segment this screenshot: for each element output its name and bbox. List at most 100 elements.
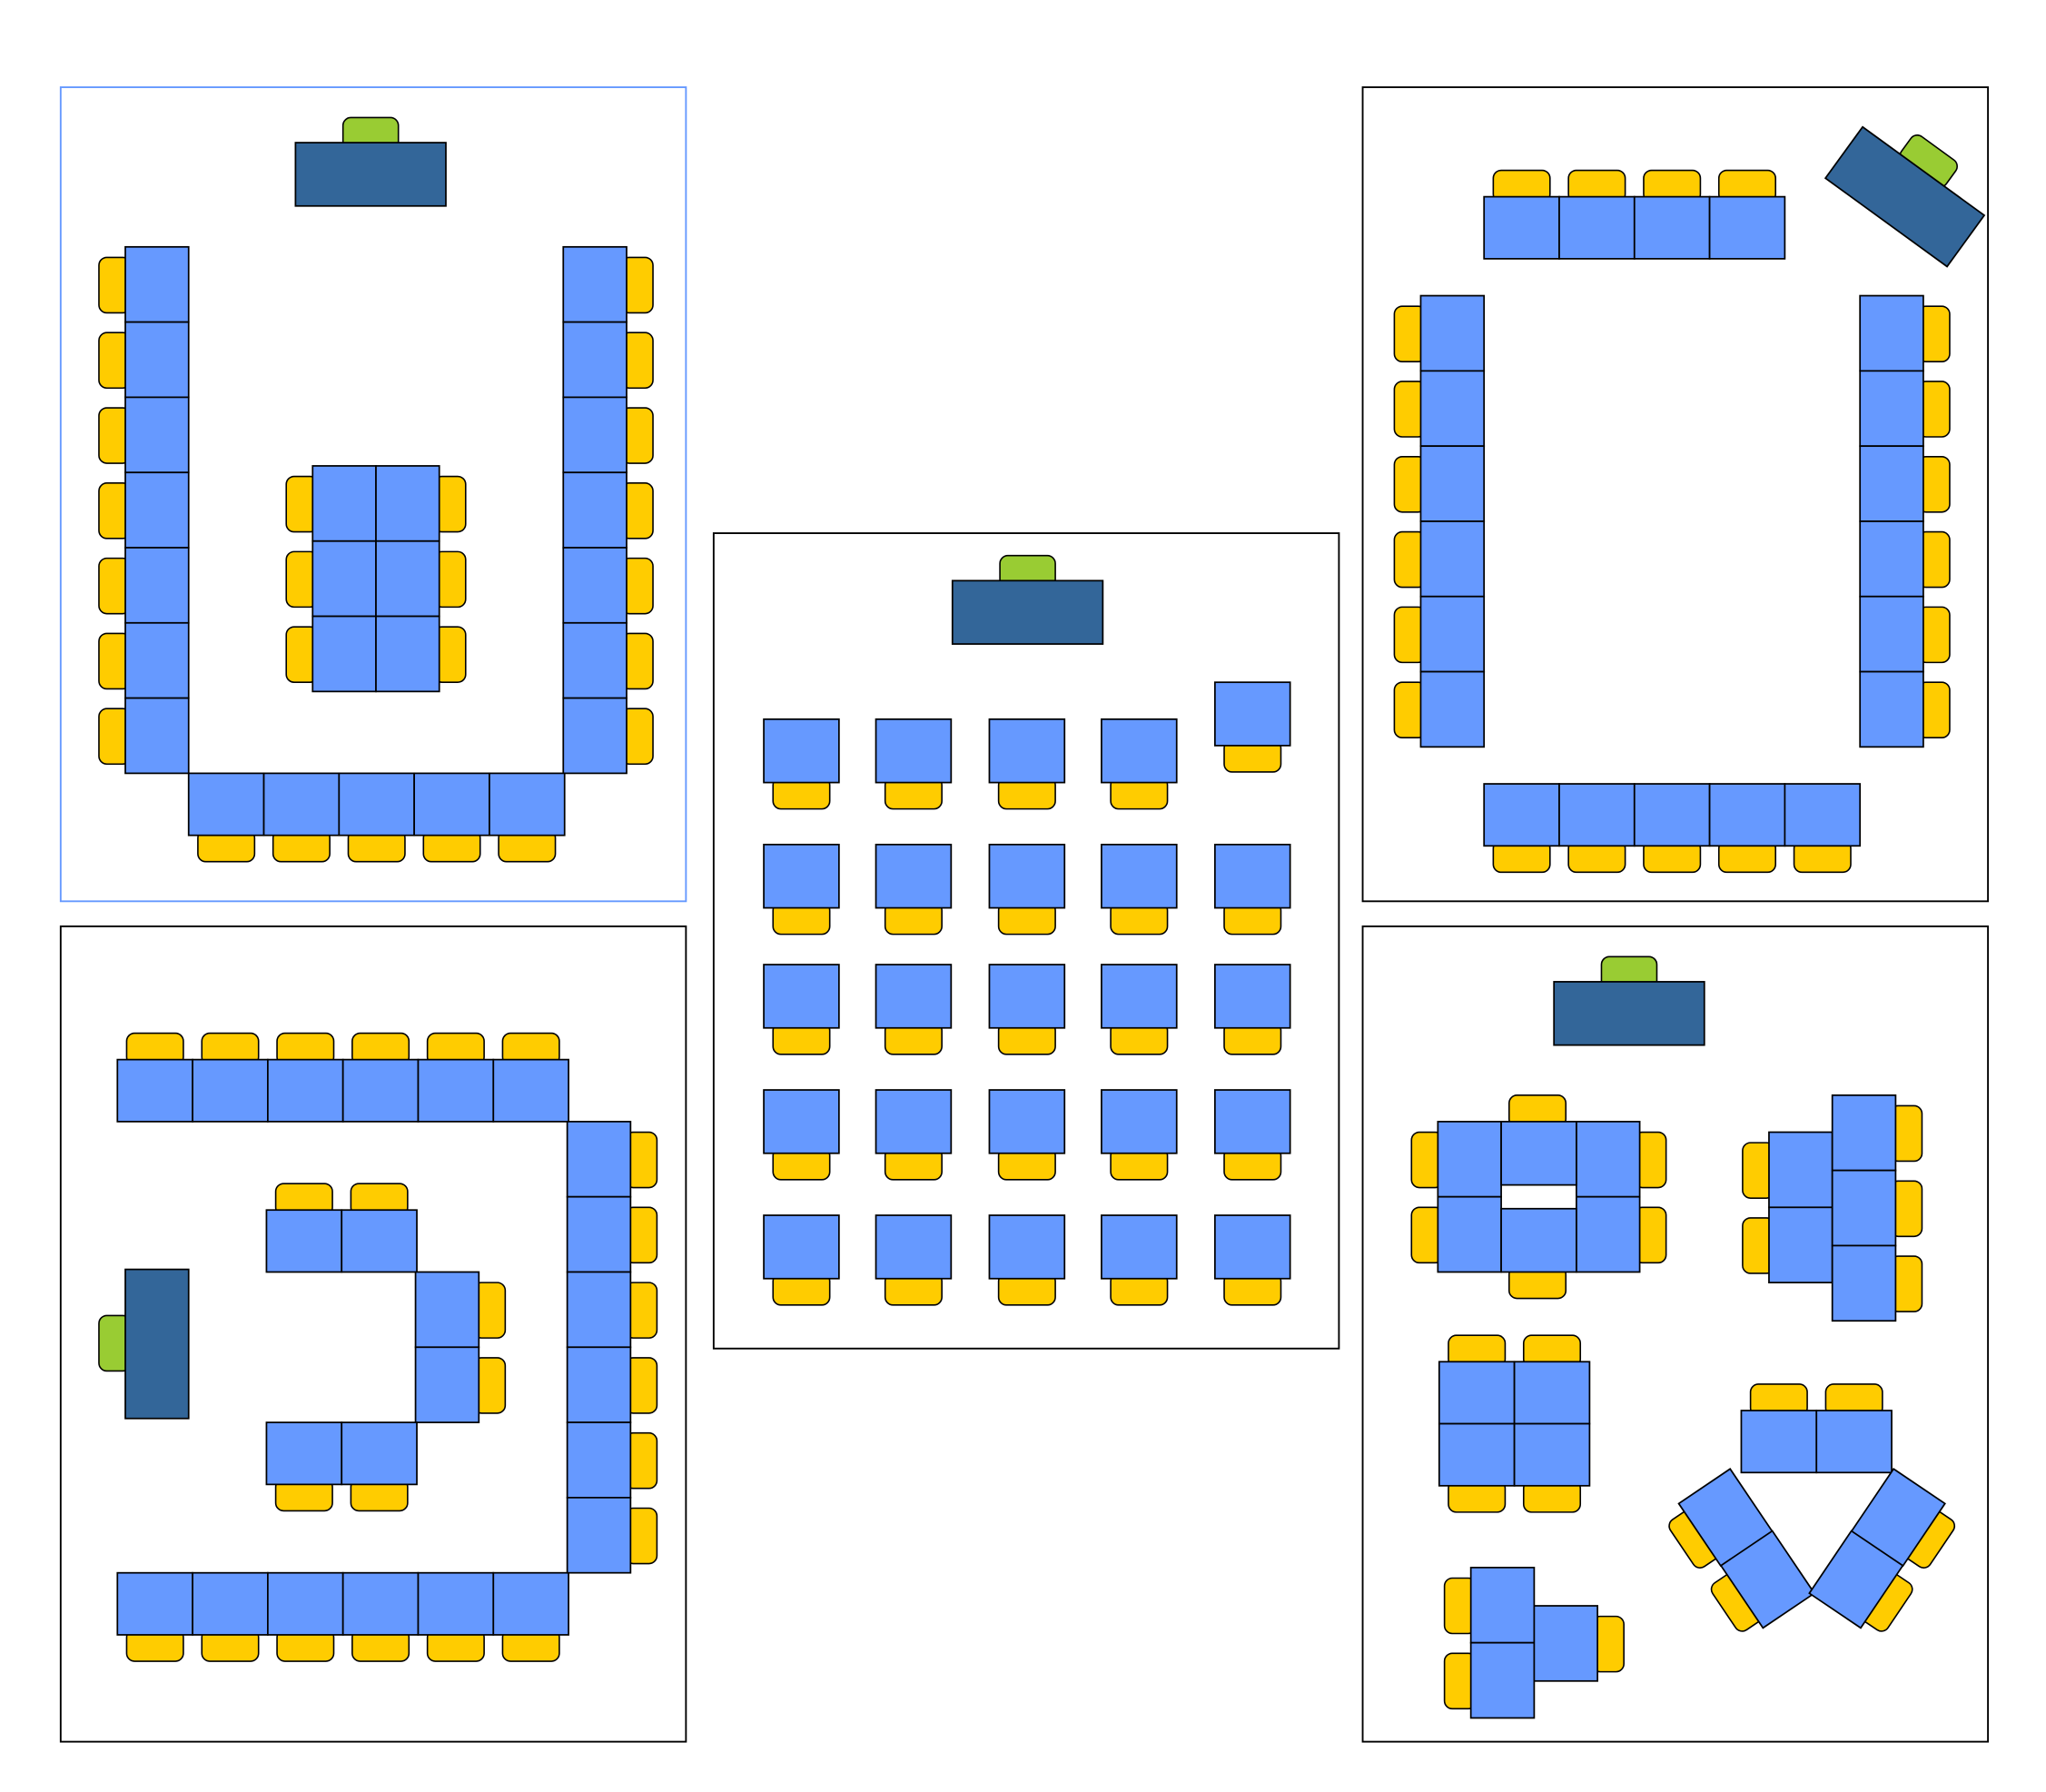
- student-desk: [562, 547, 628, 624]
- student-desk: [187, 772, 265, 837]
- student-desk: [341, 1421, 418, 1486]
- student-desk: [1513, 1361, 1591, 1425]
- student-desk: [875, 718, 953, 784]
- student-desk: [124, 697, 190, 775]
- teacher-desk: [1824, 125, 1986, 268]
- student-desk: [413, 772, 490, 837]
- student-desk: [1483, 783, 1560, 847]
- student-desk: [311, 615, 377, 693]
- student-desk: [375, 615, 440, 693]
- student-desk: [341, 1058, 420, 1123]
- student-desk: [1859, 520, 1924, 598]
- student-desk: [1815, 1410, 1893, 1474]
- student-desk: [1213, 681, 1291, 747]
- student-desk: [988, 718, 1066, 784]
- student-desk: [1437, 1195, 1502, 1273]
- student-desk: [375, 540, 440, 618]
- teacher-desk: [294, 142, 447, 207]
- student-desk: [417, 1571, 495, 1636]
- student-desk: [417, 1058, 495, 1123]
- student-desk: [1708, 195, 1786, 260]
- student-desk: [1419, 445, 1486, 522]
- student-desk: [1101, 1089, 1178, 1154]
- student-desk: [1419, 595, 1486, 673]
- student-desk: [875, 1089, 953, 1154]
- student-desk: [1708, 783, 1786, 847]
- student-desk: [1101, 843, 1178, 909]
- student-desk: [1859, 670, 1924, 748]
- student-desk: [116, 1058, 193, 1123]
- student-desk: [763, 964, 840, 1029]
- student-desk: [124, 471, 190, 549]
- student-desk: [1101, 964, 1178, 1029]
- student-desk: [338, 772, 415, 837]
- student-desk: [1719, 1530, 1816, 1629]
- student-desk: [1437, 1121, 1502, 1198]
- student-desk: [1500, 1121, 1577, 1186]
- student-desk: [265, 1209, 343, 1273]
- panel-hollow-square: [1361, 86, 1990, 903]
- teacher-desk: [951, 579, 1104, 645]
- student-desk: [1633, 783, 1711, 847]
- student-desk: [265, 1421, 343, 1486]
- student-desk: [1533, 1605, 1598, 1682]
- student-desk: [562, 321, 628, 399]
- panel-group-clusters: [1361, 925, 1990, 1743]
- student-desk: [1740, 1410, 1818, 1474]
- student-desk: [1784, 783, 1862, 847]
- student-desk: [267, 1571, 344, 1636]
- student-desk: [763, 1089, 840, 1154]
- student-desk: [1438, 1361, 1516, 1425]
- student-desk: [1859, 445, 1924, 522]
- student-desk: [566, 1497, 632, 1574]
- student-desk: [988, 843, 1066, 909]
- student-desk: [562, 697, 628, 775]
- student-desk: [1213, 1214, 1291, 1280]
- student-desk: [763, 1214, 840, 1280]
- student-desk: [875, 1214, 953, 1280]
- student-desk: [566, 1346, 632, 1423]
- student-desk: [341, 1209, 418, 1273]
- student-desk: [763, 718, 840, 784]
- student-desk: [311, 465, 377, 542]
- student-desk: [1808, 1530, 1904, 1629]
- desks: [116, 125, 1986, 1719]
- student-desk: [341, 1571, 420, 1636]
- student-desk: [192, 1571, 269, 1636]
- student-desk: [1101, 718, 1178, 784]
- student-desk: [414, 1271, 480, 1349]
- student-desk: [1859, 370, 1924, 448]
- student-desk: [489, 772, 566, 837]
- student-desk: [1419, 520, 1486, 598]
- student-desk: [1513, 1422, 1591, 1487]
- student-desk: [1575, 1121, 1641, 1198]
- student-desk: [988, 964, 1066, 1029]
- student-desk: [1859, 294, 1924, 372]
- student-desk: [1831, 1169, 1897, 1247]
- student-desk: [566, 1195, 632, 1273]
- student-desk: [375, 465, 440, 542]
- student-desk: [1831, 1094, 1897, 1172]
- student-desk: [763, 843, 840, 909]
- student-desk: [192, 1058, 269, 1123]
- student-desk: [1438, 1422, 1516, 1487]
- student-desk: [1558, 783, 1636, 847]
- panel-u-shape-with-center-table: [59, 86, 687, 903]
- student-desk: [562, 621, 628, 699]
- student-desk: [1575, 1195, 1641, 1273]
- student-desk: [1469, 1567, 1536, 1644]
- student-desk: [988, 1089, 1066, 1154]
- student-desk: [124, 621, 190, 699]
- student-desk: [124, 321, 190, 399]
- student-desk: [124, 547, 190, 624]
- student-desk: [124, 396, 190, 474]
- student-desk: [1419, 670, 1486, 748]
- student-desk: [116, 1571, 193, 1636]
- student-desk: [1419, 370, 1486, 448]
- panel-rows-of-single-desks: [712, 532, 1340, 1350]
- student-desk: [988, 1214, 1066, 1280]
- chairs: [98, 116, 1958, 1710]
- student-desk: [1101, 1214, 1178, 1280]
- student-desk: [1768, 1206, 1833, 1283]
